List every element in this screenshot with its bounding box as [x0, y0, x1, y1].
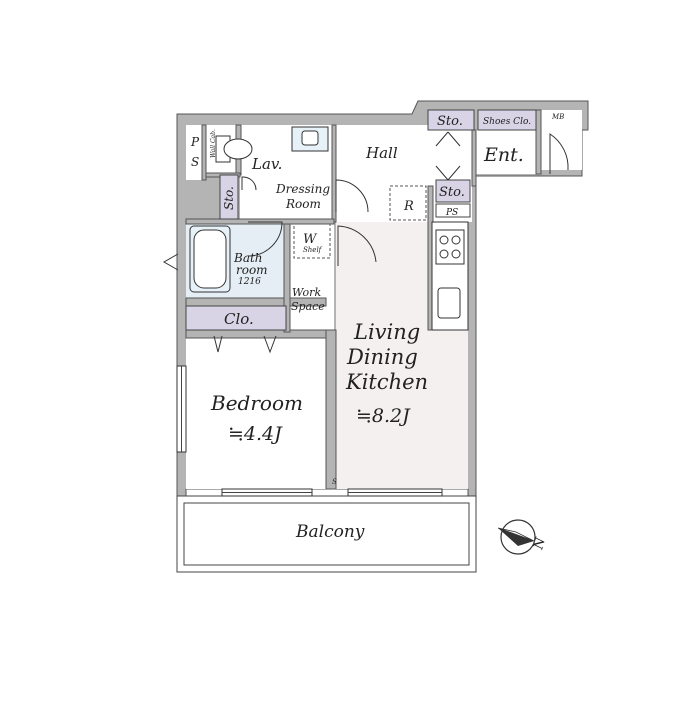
storage-top [427, 109, 475, 131]
toilet [215, 135, 253, 163]
compass-icon: N [497, 519, 549, 555]
bedroom-label: Bedroom [210, 391, 303, 415]
dressing-room-label-1: Dressing [275, 182, 330, 196]
wall-cabinet-label: Wall Cab. [210, 129, 217, 158]
kitchen-counter [431, 221, 469, 331]
bathroom-label-2: room [236, 263, 268, 277]
ps-box-right [435, 203, 471, 218]
bathroom-size-label: 1216 [238, 277, 261, 287]
room-labels: P S Wall Cab. Lav. Hall Sto. Shoes Clo. … [190, 113, 564, 542]
bedroom-area-label: ≒4.4J [228, 423, 283, 445]
balcony [176, 495, 477, 573]
wash-basin [291, 126, 329, 152]
storage-left [219, 174, 239, 220]
work-space-label-2: Space [291, 300, 325, 313]
doors [162, 131, 569, 354]
windows [176, 365, 443, 497]
hall-label: Hall [365, 144, 398, 162]
refrigerator-space [389, 185, 427, 221]
ldk-area-label: ≒8.2J [356, 405, 411, 427]
ldk-label-1: Living [353, 320, 420, 344]
closet [185, 305, 287, 331]
storage-boxes [185, 109, 537, 331]
compass-north-letter: N [531, 536, 549, 552]
refrigerator-label: R [403, 199, 414, 214]
entrance-label: Ent. [483, 144, 524, 166]
mb-floor [540, 110, 582, 170]
storage-left-label: Sto. [222, 186, 236, 210]
ps-label-s: S [191, 155, 199, 169]
storage-right-label: Sto. [439, 185, 465, 200]
bathtub [189, 225, 231, 293]
bedroom-floor [186, 336, 326, 489]
ps-right-label: PS [445, 208, 458, 218]
washer-space [293, 223, 331, 259]
ldk-floor [336, 222, 468, 489]
floor-areas [186, 110, 582, 489]
closet-label: Clo. [224, 310, 254, 328]
ps-label-p: P [190, 135, 200, 149]
entrance-floor [474, 130, 536, 174]
workspace-floor [289, 222, 334, 332]
mb-label: MB [551, 113, 564, 121]
storage-top-label: Sto. [437, 114, 463, 129]
shoes-closet-label: Shoes Clo. [483, 117, 531, 127]
work-space-label-1: Work [292, 286, 321, 299]
dressing-room-label-2: Room [285, 197, 321, 211]
lavatory-label: Lav. [251, 155, 282, 173]
shoes-closet [477, 109, 537, 131]
ps-floor [186, 125, 206, 180]
hall-floor [334, 125, 472, 222]
small-storage-label: S [332, 478, 337, 486]
shelf-label: Shelf [303, 246, 323, 254]
ldk-label-2: Dining [346, 345, 418, 369]
storage-right [435, 179, 471, 203]
bathroom-label-1: Bath [233, 251, 263, 265]
washer-label: W [303, 232, 318, 247]
balcony-label: Balcony [295, 522, 365, 542]
ldk-label-3: Kitchen [345, 370, 428, 394]
